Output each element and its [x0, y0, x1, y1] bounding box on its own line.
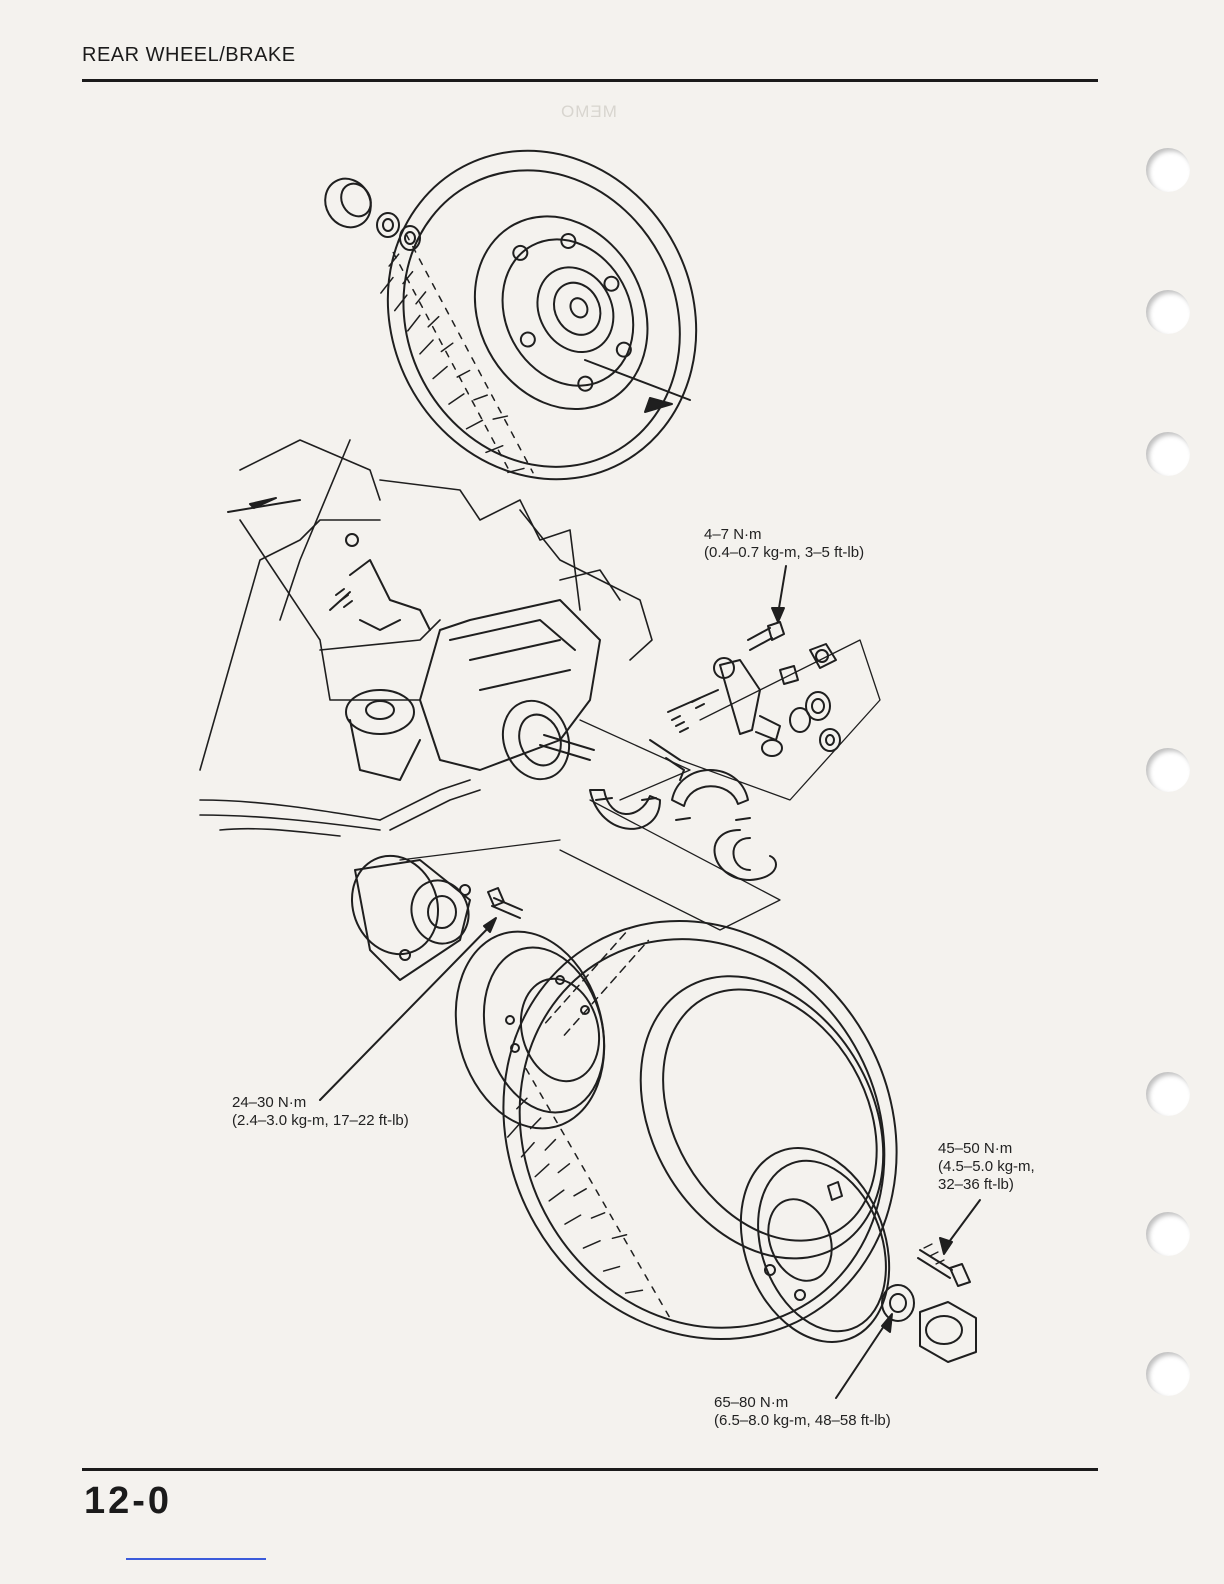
upper-wheel [331, 96, 754, 534]
torque-conversion: (2.4–3.0 kg-m, 17–22 ft-lb) [232, 1112, 409, 1130]
exhaust-bracket [346, 690, 420, 780]
axle-cap-parts [316, 170, 420, 250]
axle-nut [836, 1285, 976, 1398]
brake-housing [420, 600, 600, 789]
torque-conversion: (0.4–0.7 kg-m, 3–5 ft-lb) [704, 544, 864, 562]
torque-value: 65–80 N·m [714, 1394, 891, 1412]
brake-arm-bolt [748, 566, 786, 650]
torque-value: 45–50 N·m [938, 1140, 1035, 1158]
torque-spec-axle-nut: 65–80 N·m (6.5–8.0 kg-m, 48–58 ft-lb) [714, 1394, 891, 1430]
brake-arm [650, 658, 780, 780]
torque-conversion: (4.5–5.0 kg-m, [938, 1158, 1035, 1176]
brake-arm-fasteners [762, 644, 840, 756]
torque-value: 4–7 N·m [704, 526, 864, 544]
wheel-bolt [918, 1200, 980, 1286]
scan-edge-mark [126, 1558, 266, 1560]
torque-spec-brake-arm-bolt: 4–7 N·m (0.4–0.7 kg-m, 3–5 ft-lb) [704, 526, 864, 562]
torque-value: 24–30 N·m [232, 1094, 409, 1112]
hub-bolt [320, 888, 522, 1100]
torque-spec-hub-bolt: 24–30 N·m (2.4–3.0 kg-m, 17–22 ft-lb) [232, 1094, 409, 1130]
tread-blocks [362, 232, 536, 496]
inner-rim [435, 915, 626, 1145]
cable-linkage [330, 534, 430, 630]
footer-rule [82, 1468, 1098, 1471]
snap-ring [715, 830, 776, 880]
torque-spec-wheel-bolt: 45–50 N·m (4.5–5.0 kg-m, 32–36 ft-lb) [938, 1140, 1035, 1194]
explode-guides [400, 640, 880, 930]
page-number: 12-0 [84, 1480, 172, 1523]
torque-conversion: (6.5–8.0 kg-m, 48–58 ft-lb) [714, 1412, 891, 1430]
torque-conversion-cont: 32–36 ft-lb) [938, 1176, 1035, 1194]
